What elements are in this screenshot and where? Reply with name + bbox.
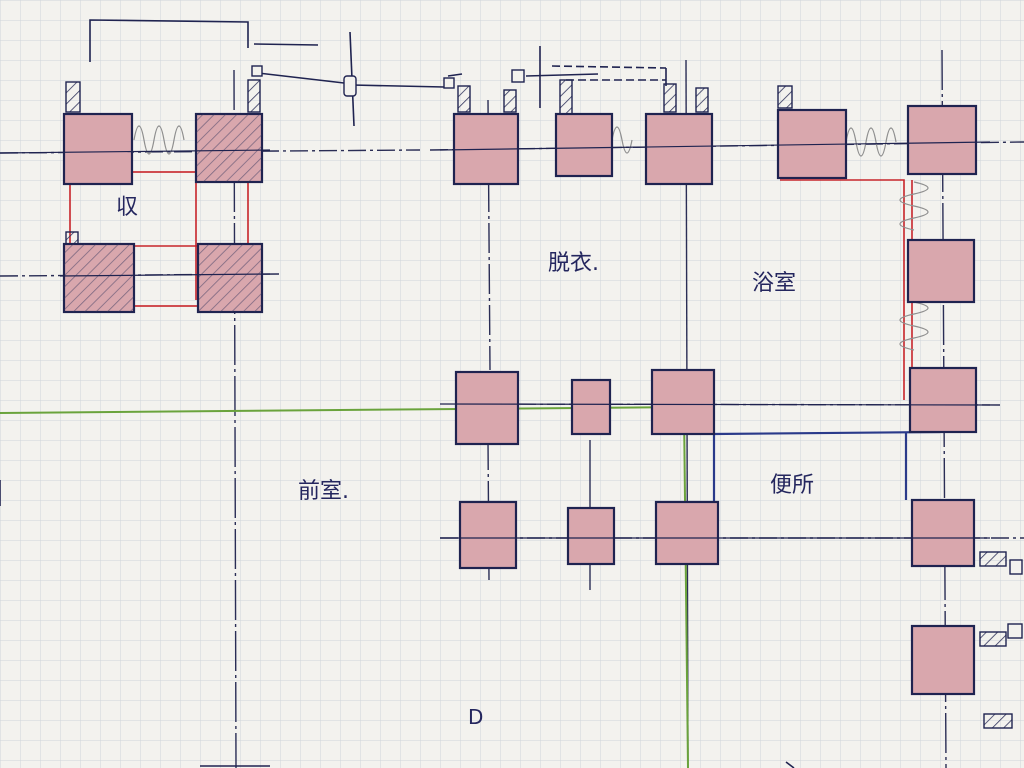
label-mark-d: D [468, 705, 483, 729]
label-bath: 浴室 [752, 271, 796, 296]
column [644, 112, 714, 186]
column [906, 238, 976, 304]
column [554, 112, 614, 178]
axis-ticks [0, 141, 991, 539]
label-storage: 収 [116, 195, 138, 220]
hatched-posts [65, 79, 1013, 729]
column [570, 378, 612, 436]
bottom-marks [0, 480, 795, 768]
hatched-columns [64, 114, 262, 312]
column [908, 366, 978, 434]
connector-boxes [251, 65, 1023, 639]
label-dressing: 脱衣. [548, 251, 599, 276]
column [910, 624, 976, 696]
column [910, 498, 976, 568]
column [566, 506, 616, 566]
column [650, 368, 716, 436]
column [458, 500, 518, 570]
curtain-lines [133, 125, 929, 351]
column [62, 112, 134, 186]
label-toilet: 便所 [770, 473, 814, 498]
column [454, 370, 520, 446]
column [906, 104, 978, 176]
column [654, 500, 720, 566]
label-front-room: 前室. [298, 479, 349, 504]
